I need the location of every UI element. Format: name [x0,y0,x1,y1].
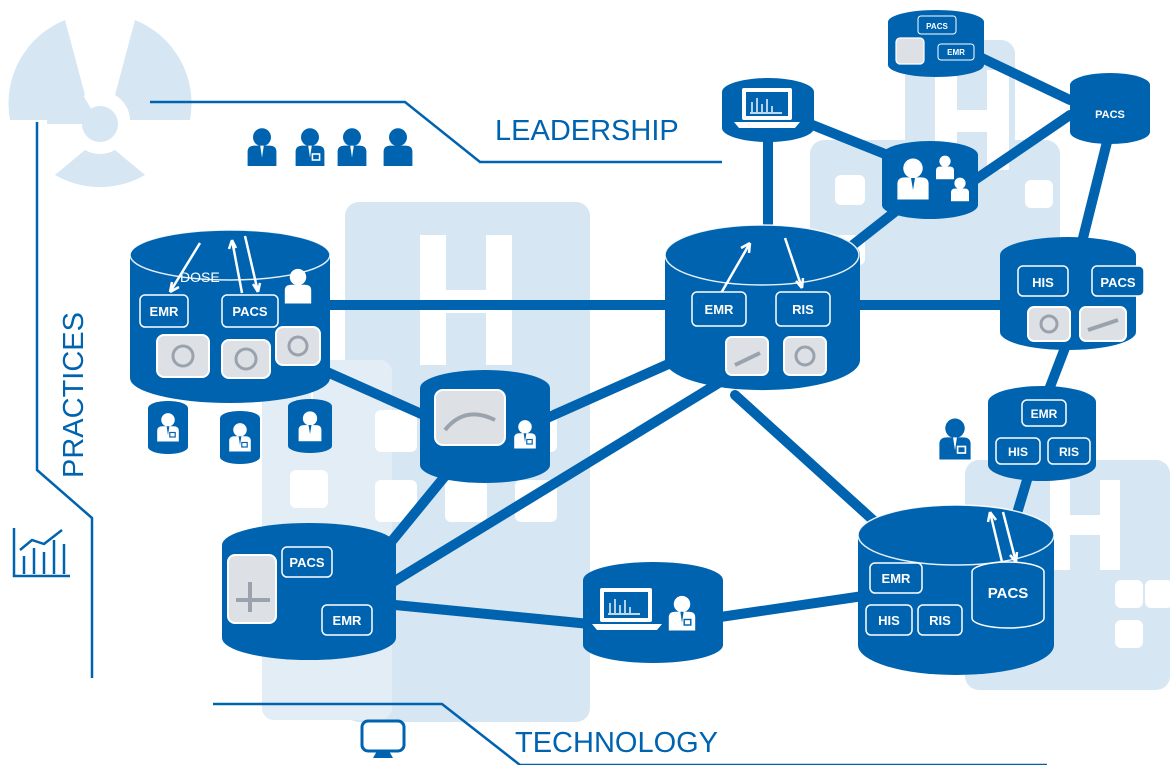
ris-label: RIS [929,613,951,628]
doctor-icon [938,417,972,461]
imaging-scanner-icon [725,336,769,376]
leadership-node[interactable] [882,141,978,219]
emr-label: EMR [1031,407,1058,421]
practice-subnode-1[interactable] [148,401,188,454]
pacs-label: PACS [926,22,948,31]
practice-subnode-3[interactable] [288,399,332,453]
imaging-scanner-icon [275,326,321,366]
bottom-right-node[interactable]: EMR HIS RIS PACS [857,504,1055,675]
laptop-node-bottom[interactable] [583,562,723,663]
his-label: HIS [1032,275,1054,290]
technology-label: TECHNOLOGY [515,727,718,759]
top-right-node[interactable]: PACS EMR [888,10,984,77]
monitor-icon [360,719,406,758]
pacs-label: PACS [1095,109,1125,121]
his-label: HIS [1008,445,1028,459]
emr-label: EMR [150,304,180,319]
pacs-label: PACS [289,555,324,570]
dose-label: DOSE [180,269,220,285]
imaging-scanner-icon [434,389,506,446]
bar-chart-icon [12,528,70,578]
ris-label: RIS [792,302,814,317]
imaging-scanner-icon [1027,306,1071,342]
practices-label: PRACTICES [58,312,90,478]
ris-label: RIS [1059,445,1079,459]
pacs-label: PACS [1100,275,1135,290]
leadership-label: LEADERSHIP [495,115,679,147]
imaging-node[interactable] [420,370,550,483]
his-pacs-node[interactable]: HIS PACS [1000,237,1145,350]
imaging-scanner-icon [221,339,271,379]
laptop-node-top[interactable] [722,78,814,142]
emr-label: EMR [947,48,965,57]
practice-subnode-2[interactable] [220,411,260,464]
imaging-scanner-icon [783,336,827,376]
emr-label: EMR [333,613,363,628]
practice-node-dose[interactable]: DOSE EMR PACS [129,229,331,403]
his-label: HIS [878,613,900,628]
pacs-label: PACS [232,304,267,319]
imaging-scanner-icon [156,334,210,378]
central-node-emr-ris[interactable]: EMR RIS [664,224,860,391]
radiation-symbol-icon [8,20,192,188]
emr-his-ris-node[interactable]: EMR HIS RIS [988,386,1096,481]
imaging-scanner-icon [895,37,925,65]
emr-label: EMR [705,302,735,317]
emr-label: EMR [882,571,912,586]
pacs-node-right[interactable]: PACS [1070,73,1150,144]
people-group-icon [247,127,413,167]
pacs-label: PACS [988,585,1029,602]
bottom-left-node[interactable]: PACS EMR [222,523,396,660]
